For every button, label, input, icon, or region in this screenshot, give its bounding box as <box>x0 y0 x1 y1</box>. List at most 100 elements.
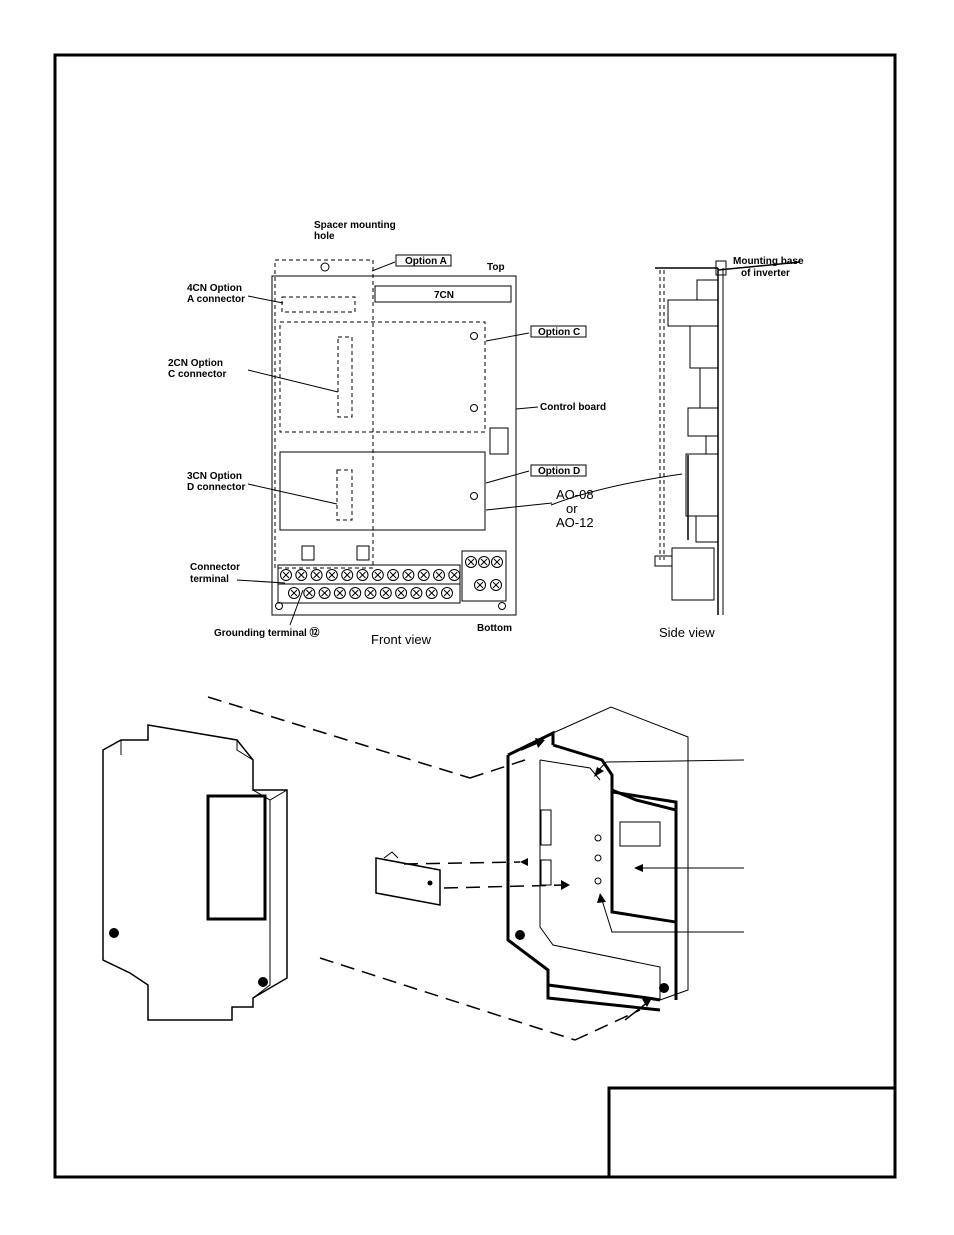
terminal-screw <box>402 569 415 581</box>
option-c-label: Option C <box>538 327 580 338</box>
connector-7cn <box>374 285 512 303</box>
terminal-screw <box>491 556 503 568</box>
terminal-screw <box>288 587 300 599</box>
board-hole-right <box>498 602 506 610</box>
terminal-screw <box>474 579 486 591</box>
option-c-hole-1 <box>470 332 478 340</box>
connector-4cn <box>281 296 356 313</box>
side-view: Mounting base of inverter Side view <box>654 256 804 640</box>
option-card-hole <box>427 880 433 886</box>
option-a-label: Option A <box>405 256 447 267</box>
terminal-screw <box>448 569 461 581</box>
terminal-screw <box>341 569 354 581</box>
option-d-label: Option D <box>538 466 580 477</box>
terminal-screw <box>325 569 338 581</box>
terminal-screw <box>303 587 316 599</box>
title-block <box>607 1086 897 1179</box>
connector-7cn-label: 7CN <box>434 290 454 301</box>
option-d-label-box <box>530 464 587 477</box>
ao-label-2: or <box>566 501 578 516</box>
terminal-screw <box>318 587 331 599</box>
option-d-hole <box>470 492 478 500</box>
spacer-label-2: hole <box>314 231 335 242</box>
terminal-screw <box>310 569 323 581</box>
terminal-screw <box>425 587 438 599</box>
side-view-caption: Side view <box>659 625 715 640</box>
option-d-area <box>279 451 486 531</box>
inverter-display <box>619 821 661 847</box>
terminal-screw <box>333 587 346 599</box>
assembly-line-top <box>207 696 471 779</box>
assembly-line-top-2 <box>469 759 526 779</box>
terminal-screw <box>490 579 502 591</box>
terminal-screws-top <box>280 569 461 581</box>
connector-3cn <box>336 469 353 521</box>
option-a-label-box <box>395 254 452 267</box>
grounding-terminal-label: Grounding terminal ⑫ <box>214 626 320 639</box>
terminal-screw <box>356 569 369 581</box>
inverter-display-frame <box>610 790 678 924</box>
option-a-outline <box>274 259 374 569</box>
terminal-screws-right <box>465 556 503 591</box>
cover-hole-right <box>258 977 268 987</box>
cover-window <box>206 794 267 921</box>
option-c-label-box <box>530 325 587 338</box>
control-board-label: Control board <box>540 402 606 413</box>
cn3-label-2: D connector <box>187 482 245 493</box>
terminal-screw <box>295 569 308 581</box>
assembly-line-bottom-2 <box>574 1009 641 1041</box>
board-hole-left <box>275 602 283 610</box>
terminal-screw <box>410 587 423 599</box>
terminal-screw <box>433 569 445 581</box>
inverter-screw-2 <box>594 854 602 862</box>
terminal-screw <box>465 556 477 568</box>
spacer-mounting-hole <box>320 262 330 272</box>
terminal-tab-right <box>356 545 370 561</box>
assembly-line-bottom <box>319 957 576 1041</box>
terminal-screw <box>280 569 292 581</box>
cn4-label-2: A connector <box>187 294 245 305</box>
cover-panel <box>102 724 288 1021</box>
inverter-screw-3 <box>594 877 602 885</box>
connector-terminal-label-1: Connector <box>190 562 240 573</box>
terminal-block-right <box>461 550 507 602</box>
bottom-label: Bottom <box>477 623 512 634</box>
front-view-caption: Front view <box>371 632 432 647</box>
terminal-screw <box>379 587 392 599</box>
mounting-base-label-2: of inverter <box>741 268 790 279</box>
cn3-label-1: 3CN Option <box>187 471 242 482</box>
inverter-hole-left <box>515 930 525 940</box>
control-board-outline <box>271 275 517 616</box>
connector-2cn <box>337 336 353 418</box>
cn2-label-1: 2CN Option <box>168 358 223 369</box>
top-label: Top <box>487 262 505 273</box>
terminal-tab-left <box>301 545 315 561</box>
option-c-hole-2 <box>470 404 478 412</box>
terminal-screw <box>441 587 453 599</box>
mounting-base-label-1: Mounting base <box>733 256 804 267</box>
option-c-area <box>279 321 486 433</box>
page-frame <box>53 53 897 1179</box>
terminal-screw <box>478 556 490 568</box>
ao-label-1: AO-08 <box>556 487 594 502</box>
inverter-hole-right <box>659 983 669 993</box>
cn4-label-1: 4CN Option <box>187 283 242 294</box>
spacer-label-1: Spacer mounting <box>314 220 396 231</box>
connector-terminal-label-2: terminal <box>190 574 229 585</box>
terminal-screw <box>395 587 408 599</box>
board-component <box>489 427 509 455</box>
terminal-screw <box>417 569 430 581</box>
inverter-screw-1 <box>594 834 602 842</box>
inverter-body <box>506 706 745 1021</box>
cover-hole-left <box>109 928 119 938</box>
front-view: Spacer mounting hole Option A Top 7CN 4C… <box>168 220 683 647</box>
title-block-frame <box>607 1086 897 1179</box>
terminal-screw <box>371 569 384 581</box>
ao-label-3: AO-12 <box>556 515 594 530</box>
terminal-screw <box>364 587 377 599</box>
cn2-label-2: C connector <box>168 369 226 380</box>
terminal-screws-bottom <box>288 587 453 599</box>
terminal-screw <box>349 587 362 599</box>
terminal-screw <box>387 569 400 581</box>
